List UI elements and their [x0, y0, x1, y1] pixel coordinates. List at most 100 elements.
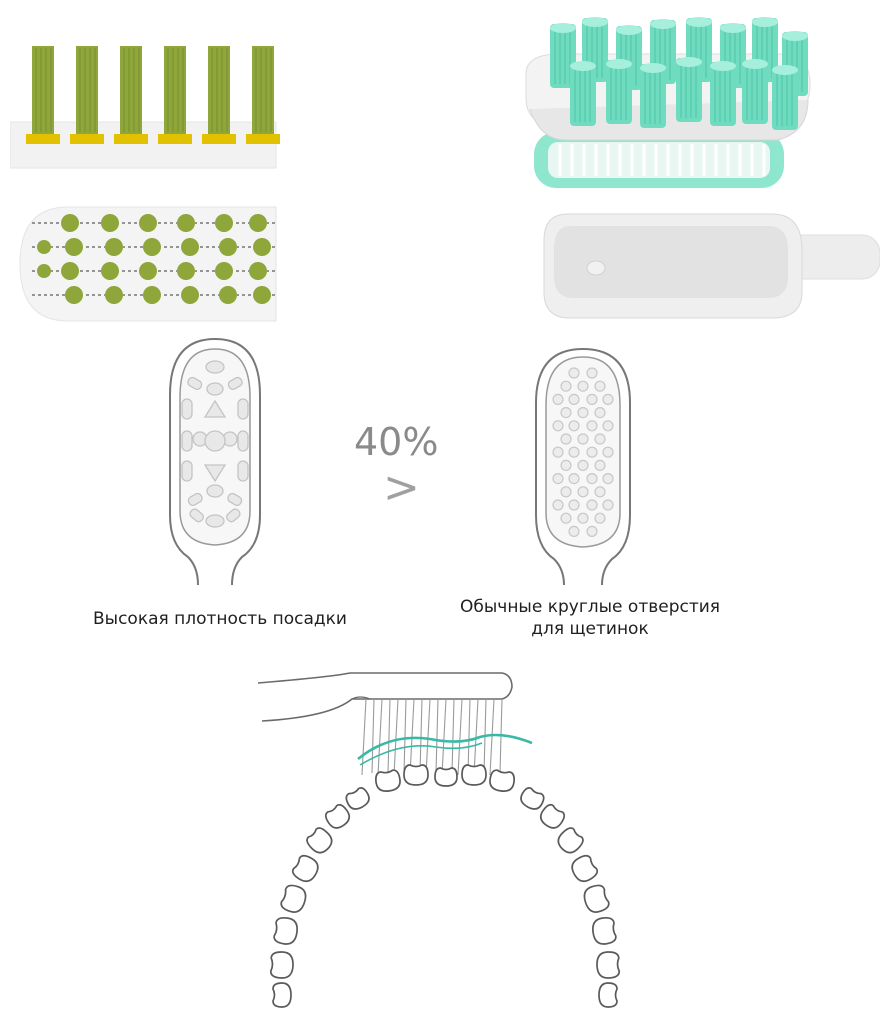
round-hole	[552, 393, 564, 406]
round-hole	[594, 512, 606, 524]
yellow-clip	[158, 134, 192, 144]
green-tuft-dot	[253, 238, 271, 256]
round-hole	[594, 486, 606, 498]
caption-round-holes-line2: для щетинок	[531, 619, 649, 639]
brush-bristle	[489, 698, 503, 776]
density-hole	[204, 430, 226, 452]
yellow-clip	[70, 134, 104, 144]
tooth	[272, 982, 292, 1008]
round-hole	[577, 380, 589, 392]
brush-bristle	[441, 698, 455, 776]
mint-brush-head	[525, 17, 811, 188]
green-tuft-dot	[101, 262, 119, 280]
round-hole	[560, 486, 572, 498]
green-tuft-dot	[249, 262, 267, 280]
round-hole	[568, 473, 580, 485]
round-hole	[602, 420, 614, 432]
mint-bristle-tuft	[582, 17, 608, 82]
greater-than-symbol: >	[383, 462, 420, 513]
tooth	[489, 769, 515, 792]
mint-bristle-tuft	[570, 61, 596, 126]
round-hole	[577, 406, 589, 419]
tooth	[375, 769, 401, 792]
round-hole	[586, 393, 598, 406]
green-tuft-dot	[37, 264, 51, 278]
round-hole	[577, 459, 589, 471]
density-hole	[206, 382, 224, 396]
tooth	[571, 854, 599, 883]
round-hole	[586, 367, 598, 379]
mint-bristle-tuft	[710, 61, 736, 126]
green-tuft-dot	[143, 238, 161, 256]
round-hole	[594, 433, 606, 445]
ratio-percent: 40%	[354, 420, 439, 464]
round-hole	[552, 499, 564, 511]
green-tuft-dot	[65, 286, 83, 304]
tooth	[280, 884, 307, 913]
dense-tuft-head-top-view	[19, 206, 277, 322]
tooth	[557, 827, 584, 854]
green-tuft-dot	[215, 214, 233, 232]
density-hole	[203, 399, 227, 418]
bristle-side-view	[10, 46, 280, 169]
green-tuft-dot	[177, 214, 195, 232]
tooth	[434, 767, 458, 787]
teeth-cleaning-illustration	[257, 672, 621, 1008]
density-hole	[237, 430, 249, 452]
tooth	[269, 951, 294, 979]
density-hole	[203, 464, 227, 483]
round-hole	[568, 420, 580, 432]
round-hole	[552, 420, 564, 432]
caption-round-holes: Обычные круглые отверстия для щетинок	[415, 596, 765, 640]
density-hole	[187, 492, 203, 507]
tooth	[291, 854, 319, 883]
tooth	[539, 803, 566, 829]
round-hole	[594, 406, 606, 419]
yellow-clip	[26, 134, 60, 144]
green-bristle-tuft	[164, 46, 186, 134]
yellow-clip	[246, 134, 280, 144]
brush-bristle	[393, 698, 407, 776]
green-tuft-dot	[181, 286, 199, 304]
green-tuft-dot	[105, 238, 123, 256]
round-hole	[560, 512, 572, 524]
density-hole	[205, 360, 225, 374]
yellow-clip	[114, 134, 148, 144]
density-hole	[237, 460, 249, 482]
round-hole	[577, 486, 589, 498]
green-tuft-dot	[253, 286, 271, 304]
round-hole	[586, 499, 598, 511]
tooth	[324, 803, 351, 829]
green-bristle-tuft	[120, 46, 142, 134]
tooth	[583, 884, 610, 913]
round-hole	[568, 525, 580, 537]
round-hole	[552, 473, 564, 485]
green-tuft-dot	[215, 262, 233, 280]
density-hole	[181, 430, 193, 452]
mint-bristle-tuft	[640, 63, 666, 128]
round-hole	[568, 446, 580, 458]
round-hole	[577, 512, 589, 524]
round-hole	[568, 499, 580, 511]
caption-high-density: Высокая плотность посадки	[93, 609, 347, 629]
green-tuft-dot	[219, 238, 237, 256]
tooth	[592, 917, 617, 945]
brush-bristle	[361, 698, 375, 776]
green-tuft-dot	[139, 214, 157, 232]
green-bristle-tuft	[32, 46, 54, 134]
tooth	[520, 786, 545, 810]
round-hole	[560, 406, 572, 419]
green-tuft-dot	[61, 262, 79, 280]
empty-brush-head-with-handle	[543, 213, 880, 319]
density-hole	[206, 484, 224, 498]
tooth	[273, 917, 298, 945]
gum-line	[357, 733, 533, 761]
mint-bristle-tuft	[676, 57, 702, 122]
tooth	[461, 764, 487, 786]
density-hole	[187, 376, 203, 391]
density-hole	[181, 398, 193, 420]
density-hole	[226, 508, 241, 523]
green-tuft-dot	[101, 214, 119, 232]
green-tuft-dot	[219, 286, 237, 304]
density-hole	[205, 514, 225, 528]
